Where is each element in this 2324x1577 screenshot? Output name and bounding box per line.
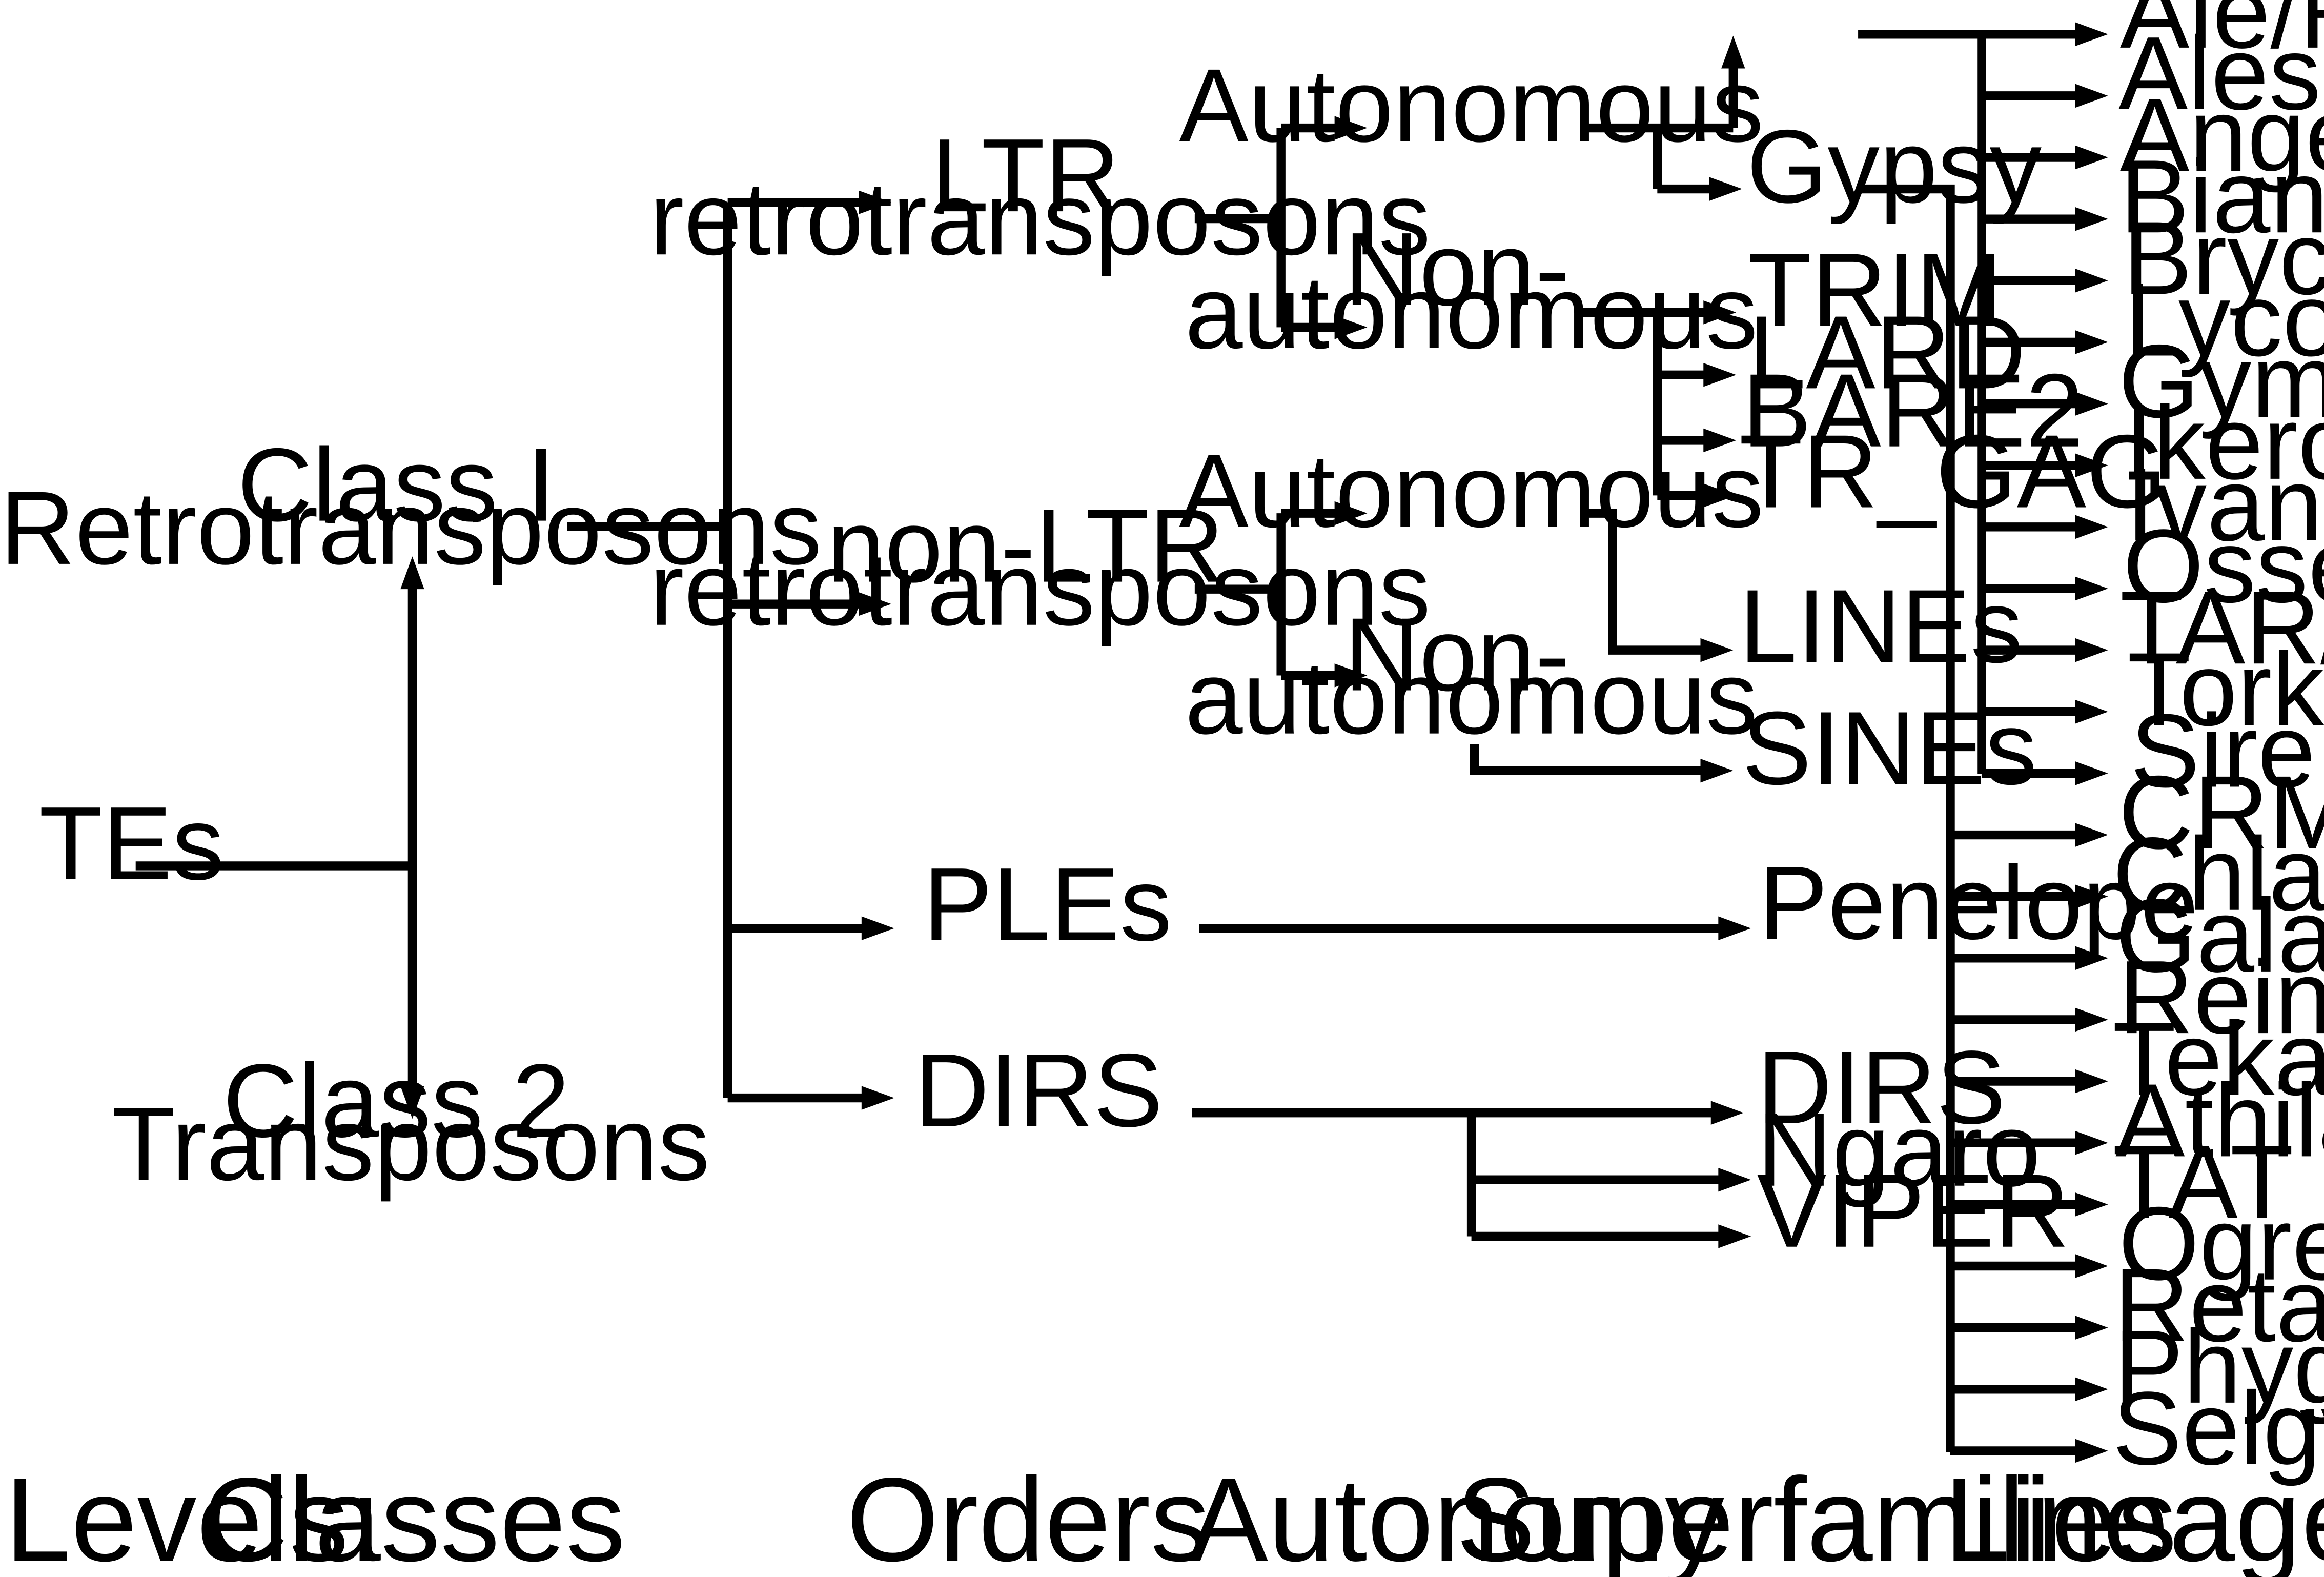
arrowheads: [400, 22, 2108, 1463]
lineage-tat: TAT: [2112, 1124, 2293, 1240]
lineage-ale-retrofit: Ale/Retrofit: [2120, 0, 2324, 70]
level-lineages: Lineages: [1944, 1453, 2324, 1577]
node-lines: LINEs: [1739, 568, 2023, 684]
node-sines: SINEs: [1742, 690, 2037, 806]
level-classes: Classes: [202, 1453, 626, 1577]
node-class-2: Class 2 Transposons: [112, 1043, 710, 1202]
node-dirs-order: DIRS: [914, 1033, 1163, 1149]
lineage-arrow-angela: [2075, 145, 2108, 170]
lineage-angela: Angela: [2120, 77, 2324, 193]
node-ltr-autonomous: Autonomous: [1179, 48, 1764, 164]
lineage-arrow-ivana-oryco: [2075, 515, 2108, 539]
lineage-arrow-alesia: [2075, 84, 2108, 108]
lineage-lyco: Lyco: [2125, 262, 2324, 378]
lineage-crm: CRM: [2118, 755, 2324, 871]
node-class-1: Class I Retrotransposons: [0, 427, 822, 587]
level-orders: Orders: [846, 1453, 1210, 1577]
lineage-galadriel: Galadriel: [2115, 878, 2324, 994]
lineage-gymco: Gymco: [2118, 324, 2324, 440]
node-penelope: Penelope: [1759, 845, 2198, 961]
lineage-tar-tork: TAR/Tork: [2120, 570, 2324, 686]
lineage-arrow-osser: [2075, 576, 2108, 601]
node-non-ltr-non-autonomous: Non- autonomous: [1185, 596, 1758, 756]
lineage-athila: Athila: [2115, 1062, 2324, 1179]
node-ltr-retrotransposons: LTR retrotransposons: [649, 117, 1431, 277]
lineage-arrow-tekay-del: [2075, 1069, 2108, 1094]
node-lard: LARD: [1748, 294, 2026, 411]
node-tr-gag: TR_GAG: [1739, 414, 2167, 530]
lineage-retand: Retand: [2114, 1247, 2324, 1364]
lineage-arrow-retand: [2075, 1316, 2108, 1340]
lineage-arrow-tat: [2075, 1192, 2108, 1217]
node-ngaro: Ngaro: [1757, 1092, 2041, 1208]
node-dirs: DIRS: [1757, 1029, 2006, 1146]
level-prefix: Levels:: [5, 1453, 382, 1577]
lineage-arrow-athila: [2075, 1131, 2108, 1155]
lineage-arrow-gymco: [2075, 392, 2108, 416]
level-labels: Levels: Classes Orders Autonomy Superfam…: [5, 1453, 2324, 1577]
node-ples: PLEs: [923, 846, 1172, 963]
lineage-phygy: Phygy: [2114, 1309, 2324, 1425]
lineage-osser: Osser: [2123, 508, 2324, 624]
lineage-ivana-oryco: Ivana/Oryco: [2126, 447, 2324, 563]
lineage-arrow-crm: [2075, 823, 2108, 847]
lineage-arrow-tork: [2075, 700, 2108, 724]
lineage-tork: Tork: [2127, 631, 2324, 747]
lineage-sire: Sire: [2130, 693, 2315, 810]
lineage-arrow-selgy: [2075, 1439, 2108, 1463]
node-ltr-non-autonomous: Non- autonomous: [1185, 211, 1758, 371]
connector-lines: [135, 30, 2085, 1455]
lineage-arrow-ogre: [2075, 1254, 2108, 1278]
lineage-arrow-bianca: [2075, 207, 2108, 231]
lineage-arrow-ikeros-tork: [2075, 453, 2108, 477]
lineage-arrow-bryco: [2075, 269, 2108, 293]
node-trim: TRIM: [1748, 232, 2002, 349]
node-gypsy: Gypsy: [1746, 109, 2042, 225]
node-bare2: BARE2: [1742, 353, 2084, 469]
lineage-ikeros-tork: Ikeros/Tork: [2125, 385, 2324, 501]
lineage-bianca: Bianca: [2120, 138, 2324, 255]
level-superfamilies: Superfamilies: [1456, 1453, 2177, 1577]
level-autonomy: Autonomy: [1189, 1453, 1724, 1577]
lineage-arrow-lyco: [2075, 330, 2108, 354]
node-viper: VIPER: [1757, 1153, 2070, 1269]
lineage-reina: Reina: [2118, 939, 2324, 1056]
lineage-arrow-sire: [2075, 761, 2108, 785]
lineage-arrow-chlamyvir: [2075, 884, 2108, 908]
lineage-labels: Ale/RetrofitAlesiaAngelaBiancaBrycoLycoG…: [2112, 0, 2324, 1487]
lineage-chlamyvir: Chlamyvir: [2112, 816, 2324, 933]
node-non-ltr-autonomous: Autonomous: [1179, 433, 1764, 549]
node-tes: TEs: [39, 785, 224, 902]
lineage-arrow-tar-tork: [2075, 638, 2108, 662]
lineage-ogre: Ogre: [2118, 1186, 2324, 1302]
node-non-ltr-retrotransposons: non-LTR retrotransposons: [649, 488, 1431, 648]
lineage-selgy: Selgy: [2112, 1370, 2324, 1487]
lineage-alesia: Alesia: [2118, 15, 2324, 132]
node-labels: TEs Class I Retrotransposons Class 2 Tra…: [0, 0, 2324, 1487]
lineage-arrow-phygy: [2075, 1377, 2108, 1401]
lineage-bryco: Bryco: [2123, 200, 2324, 316]
lineage-arrow-reina: [2075, 1007, 2108, 1032]
lineage-tekay-del: Tekay/Del: [2112, 1001, 2324, 1117]
lineage-arrow-galadriel: [2075, 946, 2108, 971]
